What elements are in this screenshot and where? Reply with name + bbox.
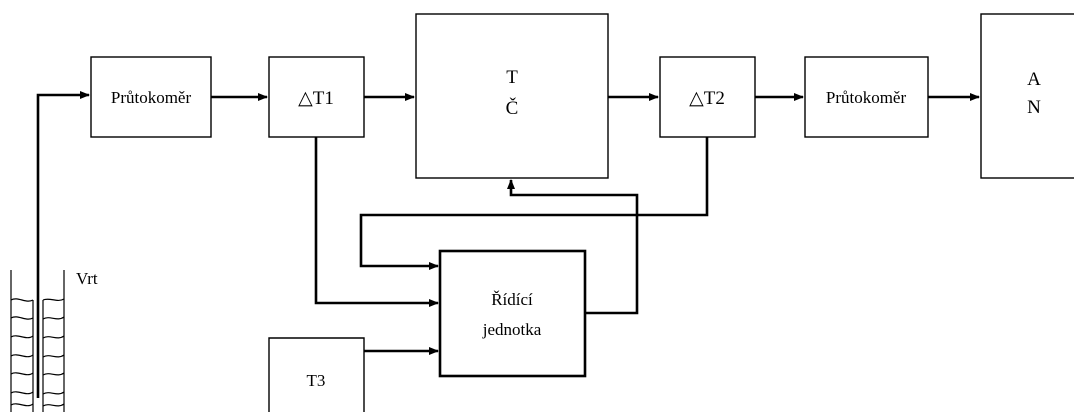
control-unit-label-line2: jednotka: [482, 320, 542, 339]
delta-t2-to-control-line: [359, 137, 709, 270]
t3-sensor-block: T3: [268, 337, 365, 412]
flowmeter-1-block: Průtokoměr: [90, 56, 212, 138]
accumulation-block: A N: [980, 13, 1074, 179]
heat-pump-block: T Č: [415, 13, 609, 179]
accumulation-label-line2: N: [1027, 97, 1041, 118]
delta-t1-block: △T1: [268, 56, 365, 138]
delta-t1-to-control-line: [314, 137, 439, 307]
flowmeter-2-block: Průtokoměr: [804, 56, 929, 138]
accumulation-label-line1: A: [1027, 69, 1041, 90]
control-unit-label-line1: Řídící: [491, 290, 533, 309]
delta-t1-label: △T1: [298, 88, 334, 109]
borehole-sketch: [10, 270, 65, 412]
control-to-heat-pump-line: [507, 179, 639, 315]
delta-t2-block: △T2: [659, 56, 756, 138]
t3-label: T3: [307, 371, 326, 390]
delta-t2-label: △T2: [689, 88, 725, 109]
well-to-flowmeter-1-line: [36, 91, 90, 398]
heat-pump-label-line2: Č: [506, 97, 519, 119]
flowmeter-2-label: Průtokoměr: [826, 88, 907, 107]
well-label: Vrt: [76, 269, 98, 288]
flowmeter-1-label: Průtokoměr: [111, 88, 192, 107]
control-unit-block: Řídící jednotka: [438, 249, 587, 378]
heat-pump-label-line1: T: [506, 67, 518, 88]
